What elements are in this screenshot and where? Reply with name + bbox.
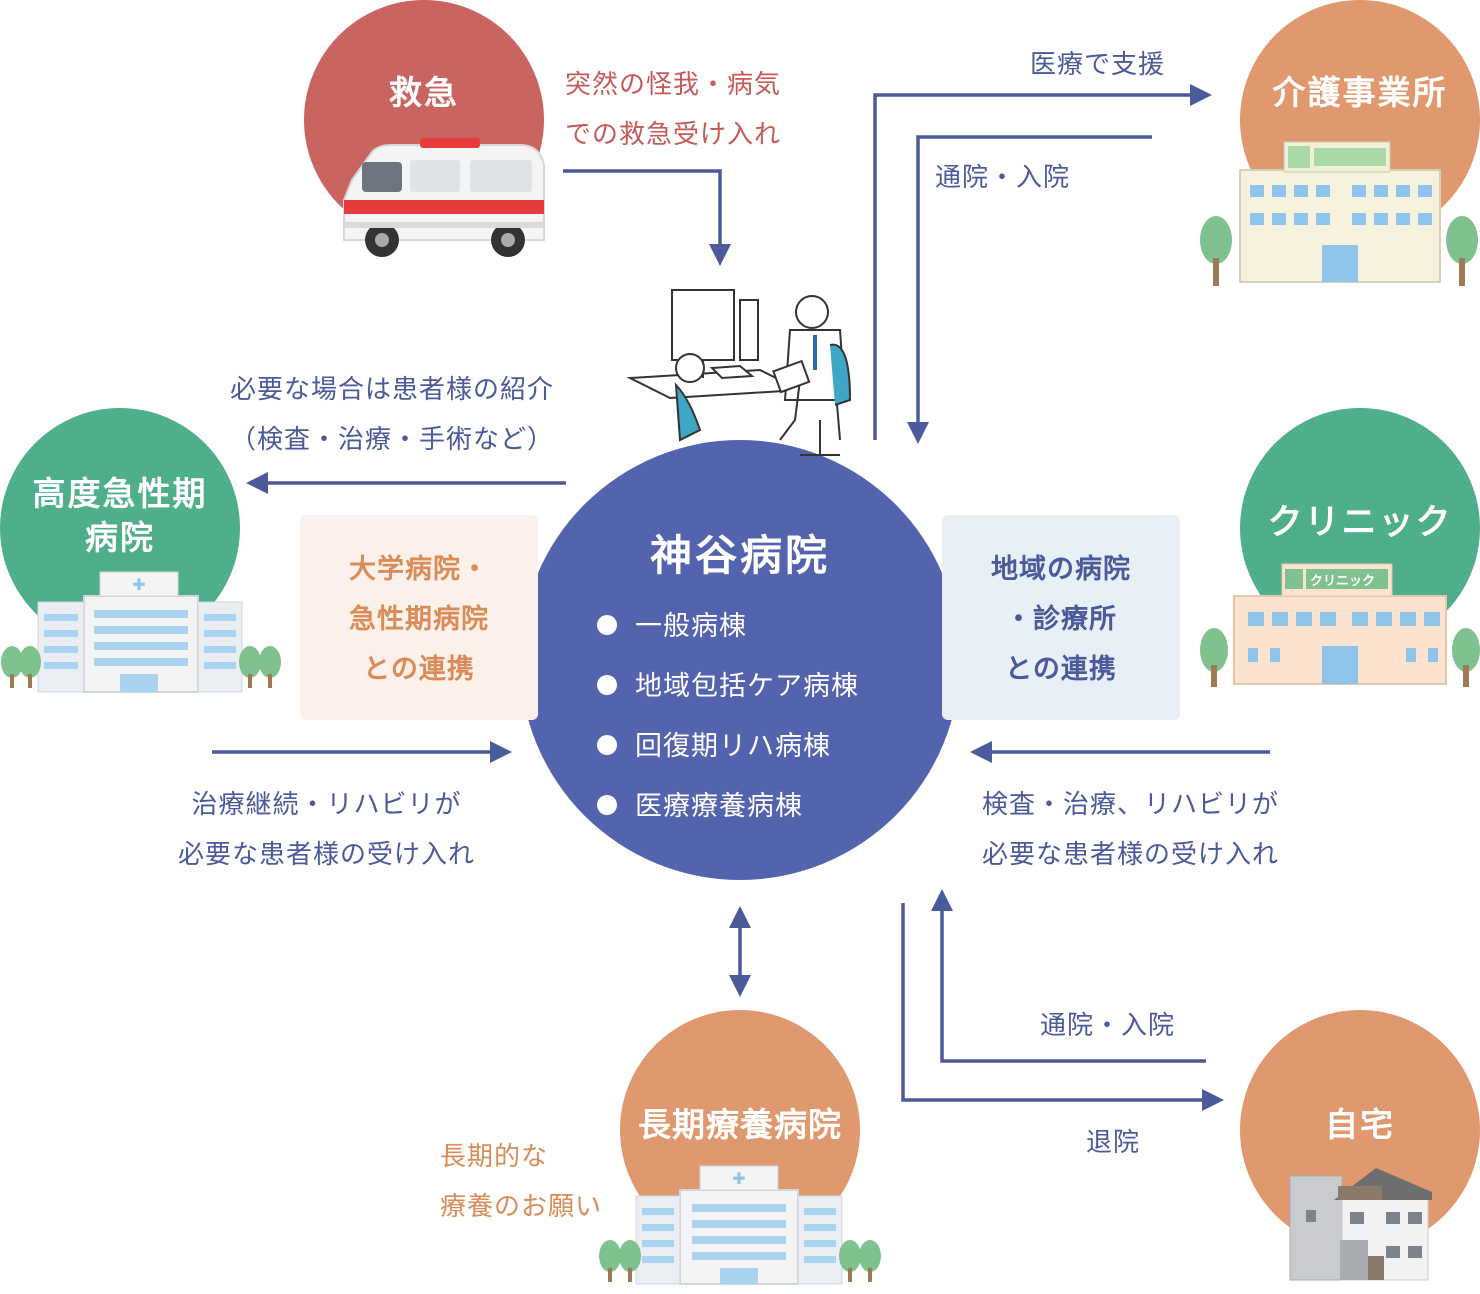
house-icon (1289, 1168, 1432, 1281)
ward-item-3: 回復期リハ病棟 (597, 724, 831, 763)
bullet-icon (597, 614, 617, 635)
hospital-building-icon-acute: ✚ (1, 571, 281, 693)
emergency-intake-line-1: 突然の怪我・病気 (565, 70, 782, 100)
ward-item-2: 地域包括ケア病棟 (597, 664, 859, 703)
acute-hospital-title-line-1: 高度急性期 (32, 474, 208, 513)
exam-rehab-line-2: 必要な患者様の受け入れ (982, 840, 1280, 870)
long-term-request-line-1: 長期的な (440, 1142, 549, 1172)
hospital-building-icon-longterm: ✚ (599, 1165, 881, 1285)
care-facility-title: 介護事業所 (1272, 73, 1448, 112)
kamiya-hospital-circle (520, 440, 960, 880)
long-term-request-label: 長期的な 療養のお願い (440, 1132, 602, 1232)
discharge-label: 退院 (1086, 1128, 1141, 1158)
visit-admit-bottom-label: 通院・入院 (1040, 1011, 1176, 1041)
exam-rehab-line-1: 検査・治療、リハビリが (982, 790, 1280, 820)
continue-treatment-line-2: 必要な患者様の受け入れ (178, 840, 476, 870)
clinic-sign-label: クリニック (1310, 574, 1376, 589)
referral-line-1: 必要な場合は患者様の紹介 (230, 375, 555, 405)
regional-box-line-3: との連携 (1005, 654, 1117, 685)
bullet-icon (597, 794, 617, 815)
regional-box-line-2: ・診療所 (1005, 604, 1117, 635)
clinic-title: クリニック (1267, 503, 1453, 543)
medical-support-label: 医療で支援 (1030, 50, 1166, 80)
clinic-building-icon (1200, 563, 1480, 687)
bullet-icon (597, 734, 617, 755)
acute-hospital-title-line-2: 病院 (85, 518, 155, 557)
university-box-line-1: 大学病院・ (349, 554, 489, 585)
ward-label-3: 回復期リハ病棟 (635, 731, 831, 762)
bullet-icon (597, 674, 617, 695)
emergency-intake-label: 突然の怪我・病気 での救急受け入れ (565, 60, 781, 160)
arrow-center-to-home (901, 903, 1224, 1111)
arrow-emergency-to-center (563, 169, 731, 266)
regional-collaboration-box: 地域の病院 ・診療所 との連携 (942, 515, 1180, 720)
continue-treatment-label: 治療継続・リハビリが 必要な患者様の受け入れ (178, 780, 475, 880)
ward-item-4: 医療療養病棟 (597, 784, 803, 823)
emergency-title: 救急 (389, 73, 459, 112)
doctor-consultation-icon (626, 289, 852, 456)
ward-label-4: 医療療養病棟 (635, 791, 803, 822)
ward-label-2: 地域包括ケア病棟 (635, 671, 859, 702)
regional-box-line-1: 地域の病院 (991, 554, 1131, 585)
long-term-request-line-2: 療養のお願い (440, 1192, 603, 1222)
visit-admit-top-label: 通院・入院 (935, 163, 1071, 193)
ambulance-icon (343, 138, 545, 257)
exam-rehab-label: 検査・治療、リハビリが 必要な患者様の受け入れ (982, 780, 1279, 880)
university-box-line-2: 急性期病院 (349, 604, 489, 635)
care-facility-building-icon (1200, 141, 1478, 286)
center-title: 神谷病院 (649, 531, 830, 580)
arrow-care-to-center (907, 135, 1152, 444)
emergency-intake-line-2: での救急受け入れ (565, 120, 782, 150)
acute-hospital-title: 高度急性期 病院 (0, 472, 240, 560)
university-collaboration-box: 大学病院・ 急性期病院 との連携 (300, 515, 538, 720)
continue-treatment-line-1: 治療継続・リハビリが (191, 790, 462, 820)
ward-label-1: 一般病棟 (635, 611, 747, 642)
referral-label: 必要な場合は患者様の紹介 （検査・治療・手術など） (230, 365, 554, 465)
svg-text:✚: ✚ (732, 1169, 745, 1188)
arrow-center-to-care (873, 84, 1212, 440)
home-title: 自宅 (1325, 1105, 1395, 1144)
long-term-hospital-title: 長期療養病院 (638, 1105, 842, 1144)
referral-line-2: （検査・治療・手術など） (230, 425, 555, 455)
arrow-home-to-center (931, 889, 1206, 1063)
university-box-line-3: との連携 (363, 654, 475, 685)
ward-item-1: 一般病棟 (597, 604, 747, 643)
svg-text:✚: ✚ (132, 575, 145, 594)
